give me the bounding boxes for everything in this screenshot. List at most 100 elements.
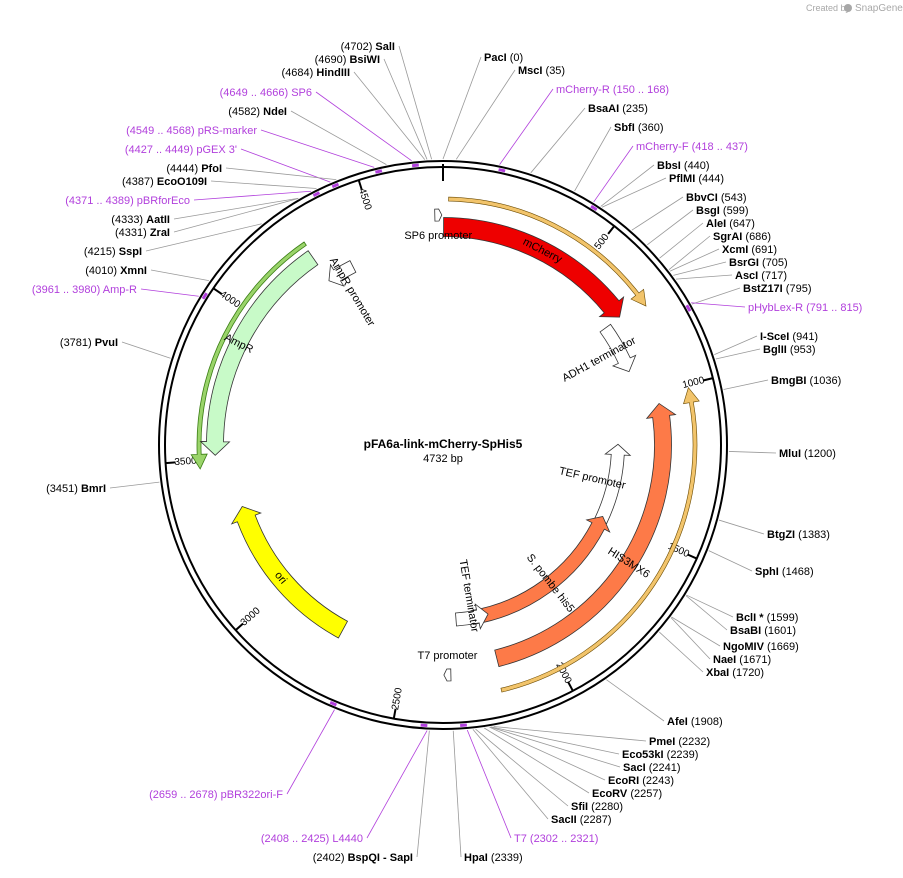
site-label: XbaI (1720)	[706, 667, 764, 679]
site-bsgi[interactable]: BsgI (599)	[646, 205, 749, 246]
site-pbr322ori-f[interactable]: (2659 .. 2678) pBR322ori-F	[149, 700, 338, 801]
site-name: XbaI	[706, 667, 729, 679]
site-ecorv[interactable]: EcoRV (2257)	[484, 727, 662, 800]
leader-line	[715, 348, 761, 360]
site-t7[interactable]: T7 (2302 .. 2321)	[460, 723, 598, 845]
site-name: pRS-marker	[198, 125, 258, 137]
site-btgzi[interactable]: BtgZI (1383)	[718, 519, 830, 541]
site-zrai[interactable]: (4331) ZraI	[115, 198, 298, 239]
site-name: SbfI	[614, 122, 635, 134]
site-name: SphI	[755, 566, 779, 578]
site-bmgbi[interactable]: BmgBI (1036)	[723, 375, 842, 390]
site-label: (4333) AatII	[111, 214, 170, 226]
site-bspqi-sapi[interactable]: (2402) BspQI - SapI	[313, 730, 430, 864]
leader-line	[121, 341, 171, 359]
site-name: HindIII	[316, 67, 350, 79]
site-aatii[interactable]: (4333) AatII	[111, 197, 299, 226]
site-position: (150 .. 168)	[610, 84, 669, 96]
primer-binding-mark	[329, 700, 338, 707]
site-bstz17i[interactable]: BstZ17I (795)	[691, 283, 812, 305]
site-sali[interactable]: (4702) SalI	[341, 41, 432, 160]
site-ngomiv[interactable]: NgoMIV (1669)	[671, 616, 799, 653]
leader-line	[484, 727, 590, 794]
site-bbvci[interactable]: BbvCI (543)	[631, 192, 747, 231]
site-msci[interactable]: MscI (35)	[455, 65, 565, 160]
site-saci[interactable]: SacI (2241)	[490, 726, 681, 774]
site-sspi[interactable]: (4215) SspI	[84, 223, 262, 258]
site-pfoi[interactable]: (4444) PfoI	[166, 163, 337, 181]
site-name: PflMI	[669, 173, 695, 185]
site-bsabi[interactable]: BsaBI (1601)	[685, 595, 796, 637]
sites-layer: (4702) SalI(4690) BsiWI(4684) HindIII(46…	[32, 41, 863, 864]
site-position: (2339)	[488, 852, 523, 864]
site-i-scei[interactable]: I-SceI (941)	[714, 331, 818, 356]
site-position: (444)	[695, 173, 724, 185]
site-position: (4582)	[228, 106, 263, 118]
site-sgrai[interactable]: SgrAI (686)	[668, 231, 771, 270]
site-ecoo109i[interactable]: (4387) EcoO109I	[122, 176, 317, 189]
site-name: pBRforEco	[137, 195, 190, 207]
site-afei[interactable]: AfeI (1908)	[606, 679, 723, 728]
site-eco53ki[interactable]: Eco53kI (2239)	[490, 726, 698, 761]
site-label: BtgZI (1383)	[767, 529, 830, 541]
site-amp-r[interactable]: (3961 .. 3980) Amp-R	[32, 284, 208, 300]
site-pbrforeco[interactable]: (4371 .. 4389) pBRforEco	[65, 190, 321, 207]
site-bmri[interactable]: (3451) BmrI	[46, 481, 160, 495]
site-label: (4549 .. 4568) pRS-marker	[126, 125, 257, 137]
site-l4440[interactable]: (2408 .. 2425) L4440	[261, 723, 428, 845]
feature-highlight-band	[448, 196, 647, 307]
site-pmei[interactable]: PmeI (2232)	[493, 726, 711, 748]
feature-ori: ori	[230, 506, 349, 639]
site-name: PacI	[484, 52, 507, 64]
site-mlui[interactable]: MluI (1200)	[728, 448, 836, 460]
site-naei[interactable]: NaeI (1671)	[670, 617, 771, 666]
site-sphi[interactable]: SphI (1468)	[708, 550, 814, 578]
site-bbsi[interactable]: BbsI (440)	[600, 160, 710, 207]
site-bcli[interactable]: BclI * (1599)	[686, 594, 798, 624]
site-xbai[interactable]: XbaI (1720)	[659, 631, 764, 679]
site-bsrgi[interactable]: BsrGI (705)	[673, 257, 788, 276]
primer-binding-mark	[590, 204, 598, 212]
site-alei[interactable]: AleI (647)	[659, 218, 755, 259]
site-xmni[interactable]: (4010) XmnI	[85, 265, 210, 282]
site-position: (35)	[542, 65, 565, 77]
site-bsiwi[interactable]: (4690) BsiWI	[315, 54, 428, 160]
site-pgex-3[interactable]: (4427 .. 4449) pGEX 3'	[125, 144, 340, 189]
site-asci[interactable]: AscI (717)	[675, 270, 787, 282]
site-name: HpaI	[464, 852, 488, 864]
site-hpai[interactable]: HpaI (2339)	[452, 730, 523, 864]
site-label: (3961 .. 3980) Amp-R	[32, 284, 137, 296]
feature-tef-terminator: TEF terminator	[455, 559, 489, 633]
feature-ampr-promoter: AmpR promoter	[327, 256, 377, 329]
site-mcherry-r[interactable]: mCherry-R (150 .. 168)	[498, 84, 670, 173]
site-xcmi[interactable]: XcmI (691)	[669, 244, 777, 272]
leader-line	[475, 728, 569, 807]
site-pflmi[interactable]: PflMI (444)	[601, 173, 724, 208]
tick-label: 1000	[681, 375, 706, 391]
site-position: (4331)	[115, 227, 150, 239]
site-pvui[interactable]: (3781) PvuI	[60, 337, 171, 359]
site-hindiii[interactable]: (4684) HindIII	[282, 67, 426, 160]
site-prs-marker[interactable]: (4549 .. 4568) pRS-marker	[126, 125, 383, 174]
site-bsaai[interactable]: BsaAI (235)	[530, 103, 648, 174]
site-paci[interactable]: PacI (0)	[442, 52, 523, 160]
site-label: pHybLex-R (791 .. 815)	[748, 302, 862, 314]
site-name: ZraI	[150, 227, 170, 239]
site-mcherry-f[interactable]: mCherry-F (418 .. 437)	[590, 141, 748, 212]
site-bglii[interactable]: BglII (953)	[715, 344, 816, 360]
leader-line	[668, 235, 711, 270]
site-ndei[interactable]: (4582) NdeI	[228, 106, 387, 166]
leader-line	[353, 71, 426, 160]
site-ecori[interactable]: EcoRI (2243)	[489, 726, 675, 787]
site-sacii[interactable]: SacII (2287)	[472, 729, 612, 826]
site-position: (440)	[681, 160, 710, 172]
site-phyblex-r[interactable]: pHybLex-R (791 .. 815)	[685, 302, 863, 314]
site-position: (235)	[619, 103, 648, 115]
site-sfii[interactable]: SfiI (2280)	[475, 728, 623, 813]
site-sbfi[interactable]: SbfI (360)	[574, 122, 664, 192]
feature-arrow	[494, 402, 677, 668]
site-label: BsaAI (235)	[588, 103, 648, 115]
site-name: AleI	[706, 218, 726, 230]
site-sp6[interactable]: (4649 .. 4666) SP6	[220, 87, 419, 168]
leader-line	[173, 197, 299, 220]
